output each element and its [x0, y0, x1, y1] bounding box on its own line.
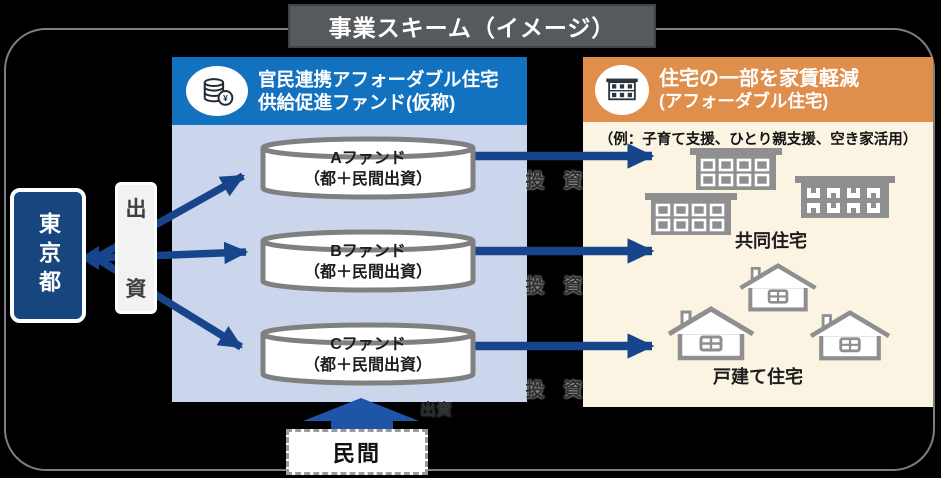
housing-title-line1: 住宅の一部を家賃軽減 [659, 68, 859, 90]
private-sector-box: 民間 [286, 429, 428, 475]
invest-label-1: 投 資 [525, 171, 583, 192]
private-sector-label: 民間 [332, 441, 381, 466]
apartment-icon [795, 176, 895, 223]
house-icon [666, 306, 756, 367]
fund-a-name: Aファンド [330, 150, 406, 167]
apartment-icon [645, 193, 737, 240]
fund-b-detail: （都＋民間出資） [303, 263, 432, 281]
housing-panel-header: 住宅の一部を家賃軽減 (アフォーダブル住宅) [583, 57, 933, 122]
arrow-left-head-icon [80, 246, 99, 270]
fund-c-detail: （都＋民間出資） [303, 356, 432, 374]
apartment-icon [690, 148, 782, 195]
tokyo-label: 東京都 [36, 212, 61, 299]
fund-c-cylinder: Cファンド （都＋民間出資） [258, 322, 478, 386]
invest-label-2: 投 資 [525, 276, 583, 297]
houses-label: 戸建て住宅 [713, 367, 803, 387]
fund-a-cylinder: Aファンド （都＋民間出資） [258, 136, 478, 200]
private-invest-label: 出資 [420, 402, 453, 419]
fund-a-detail: （都＋民間出資） [303, 170, 432, 188]
invest-label-3: 投 資 [525, 380, 583, 401]
shusshi-char-top: 出 [125, 198, 147, 221]
page-title-text: 事業スキーム（イメージ） [328, 15, 616, 41]
fund-panel-title: 官民連携アフォーダブル住宅供給促進ファンド(仮称) [258, 68, 499, 113]
fund-b-name: Bファンド [330, 243, 406, 260]
fund-panel-header: ¥ 官民連携アフォーダブル住宅供給促進ファンド(仮称) [172, 57, 527, 125]
tokyo-box: 東京都 [10, 188, 86, 323]
example-note: （例：子育て支援、ひとり親支援、空き家活用） [598, 132, 918, 148]
private-up-arrow-icon [303, 398, 419, 431]
building-icon [595, 64, 649, 115]
fund-c-name: Cファンド [330, 336, 406, 353]
house-icon [806, 310, 894, 367]
housing-title-line2: (アフォーダブル住宅) [659, 91, 829, 111]
fund-b-cylinder: Bファンド （都＋民間出資） [258, 229, 478, 293]
house-icon [735, 263, 821, 318]
shusshi-char-bottom: 資 [125, 278, 147, 301]
shusshi-label-box: 出 資 [115, 182, 157, 314]
apartments-label: 共同住宅 [735, 231, 807, 251]
svg-text:¥: ¥ [223, 93, 228, 103]
page-title: 事業スキーム（イメージ） [288, 4, 656, 48]
coins-icon: ¥ [186, 66, 248, 116]
